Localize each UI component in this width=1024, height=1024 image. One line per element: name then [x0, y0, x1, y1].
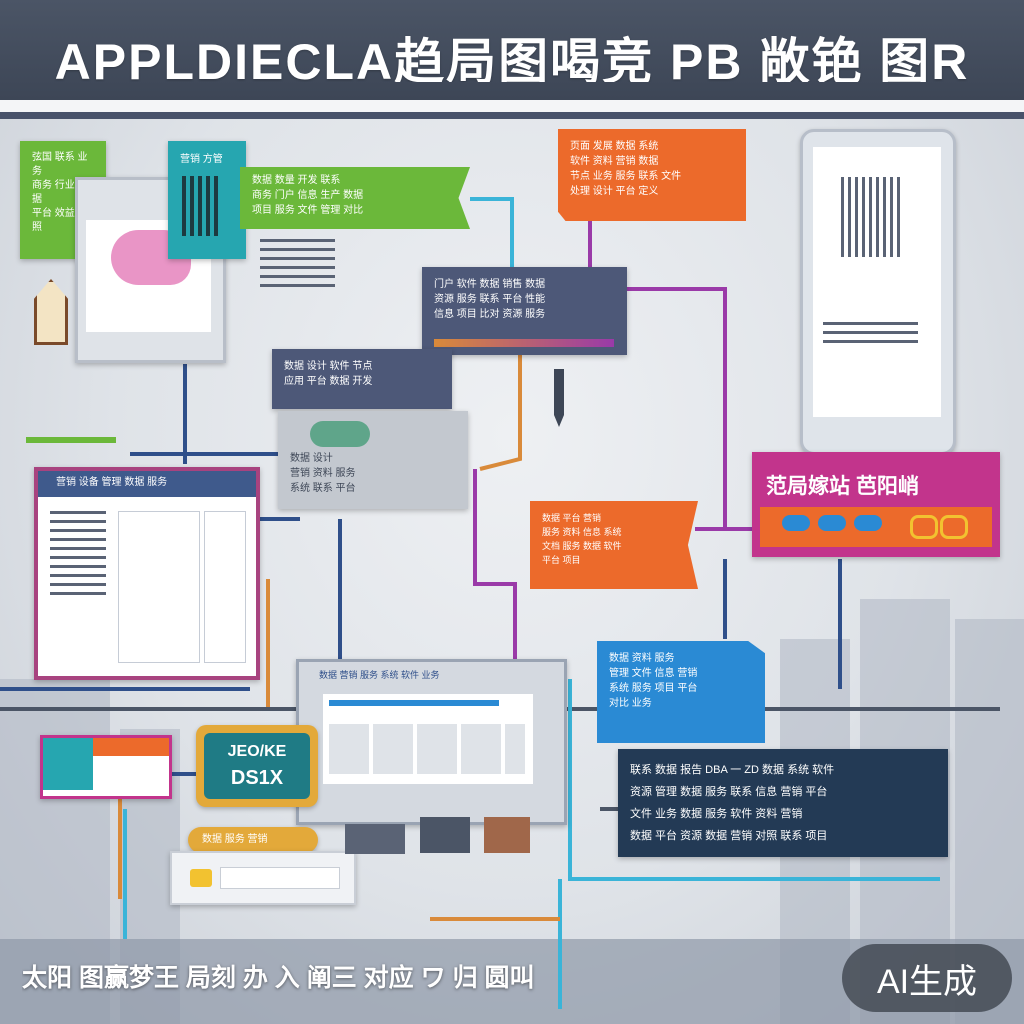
input-field	[220, 867, 340, 889]
teal-note-card: 营销 方管	[168, 141, 246, 259]
status-accent	[93, 738, 169, 756]
pencil-tip	[554, 415, 564, 427]
pencil-icon	[548, 369, 570, 429]
lock-icon	[190, 869, 212, 887]
connector-line	[130, 452, 282, 464]
database-label-2: DS1X	[230, 767, 284, 789]
connector-line	[568, 679, 940, 881]
green-banner-text: 数据 数量 开发 联系 商务 门户 信息 生产 数据 项目 服务 文件 管理 对…	[252, 175, 364, 216]
content-grid	[329, 724, 525, 774]
mid-panel-card: 数据 设计 软件 节点 应用 平台 数据 开发	[272, 349, 452, 409]
text-lines	[260, 239, 335, 293]
chat-bubble-icon	[818, 515, 846, 531]
page-title: APPLDIECLA趋局图喝竞 PB 敞铯 图R	[54, 34, 970, 82]
connector-line	[473, 469, 517, 659]
connector-line	[470, 197, 514, 269]
window-header-text: 营销 设备 管理 数据 服务	[56, 477, 168, 488]
database-icon: JEO/KE DS1X	[196, 725, 318, 807]
progress-strip	[434, 339, 614, 347]
phone-icon	[800, 129, 956, 455]
connector-line	[479, 349, 522, 471]
pencil-body	[554, 369, 564, 415]
center-screen-header: 数据 营销 服务 系统 软件 业务	[319, 670, 440, 680]
content-column	[204, 511, 246, 663]
gray-lower-card: 数据 设计 营销 资料 服务 系统 联系 平台	[278, 411, 468, 509]
blue-card: 数据 资料 服务 管理 文件 信息 营销 系统 服务 项目 平台 对比 业务	[597, 641, 765, 743]
center-screen: 数据 营销 服务 系统 软件 业务	[296, 659, 567, 825]
chat-strip	[760, 507, 992, 547]
orange-mid-card: 数据 平台 营销 服务 资料 信息 系统 文档 服务 数据 软件 平台 项目	[530, 501, 698, 589]
gray-lower-text: 数据 设计 营销 资料 服务 系统 联系 平台	[290, 453, 356, 494]
bar-graphic	[182, 176, 222, 236]
navy-info-panel: 联系 数据 报告 DBA 一 ZD 数据 系统 软件 资源 管理 数据 服务 联…	[618, 749, 948, 857]
swatch-tile	[345, 824, 405, 854]
leaf-graphic	[310, 421, 370, 447]
ai-generated-badge: AI生成	[842, 944, 1012, 1012]
bottom-caption: 太阳 图赢梦王 局刻 办 入 阐三 对应 ワ 归 圆叫	[22, 964, 535, 992]
green-line	[26, 437, 116, 443]
magenta-card: 范局嫁站 芭阳峭	[752, 452, 1000, 557]
connector-line	[625, 287, 727, 529]
header-bar: APPLDIECLA趋局图喝竞 PB 敞铯 图R	[0, 0, 1024, 100]
header-divider	[0, 112, 1024, 119]
chat-bubble-icon	[910, 515, 938, 539]
flow-diagram-canvas: 弦国 联系 业务 商务 行业 数据 平台 效益 对照 营销 方管 数据 数量 开…	[0, 119, 1024, 1024]
orange-mid-text: 数据 平台 营销 服务 资料 信息 系统 文档 服务 数据 软件 平台 项目	[542, 513, 622, 565]
mid-panel-text: 数据 设计 软件 节点 应用 平台 数据 开发	[284, 361, 373, 387]
chat-bubble-icon	[940, 515, 968, 539]
text-lines	[50, 511, 106, 601]
database-screen: JEO/KE DS1X	[204, 733, 310, 799]
green-banner-card: 数据 数量 开发 联系 商务 门户 信息 生产 数据 项目 服务 文件 管理 对…	[240, 167, 470, 229]
lock-input-card	[170, 851, 356, 905]
chat-bubble-icon	[782, 515, 810, 531]
database-label-1: JEO/KE	[227, 743, 287, 760]
orange-pill: 数据 服务 营销	[188, 827, 318, 853]
lamp-body	[34, 279, 68, 345]
phone-screen	[813, 147, 941, 417]
teal-note-text: 营销 方管	[180, 154, 223, 165]
magenta-card-title: 范局嫁站 芭阳峭	[766, 475, 919, 498]
swatch-tile	[420, 817, 470, 853]
lamp-icon	[28, 259, 68, 349]
navy-panel-text: 联系 数据 报告 DBA 一 ZD 数据 系统 软件 资源 管理 数据 服务 联…	[630, 764, 835, 842]
small-status-card	[40, 735, 172, 799]
chat-bubble-icon	[854, 515, 882, 531]
content-bar	[329, 700, 499, 706]
center-screen-content	[323, 694, 533, 784]
slate-center-text: 门户 软件 数据 销售 数据 资源 服务 联系 平台 性能 信息 项目 比对 资…	[434, 279, 546, 320]
orange-top-text: 页面 发展 数据 系统 软件 资料 营销 数据 节点 业务 服务 联系 文件 处…	[570, 141, 682, 197]
orange-top-card: 页面 发展 数据 系统 软件 资料 营销 数据 节点 业务 服务 联系 文件 处…	[558, 129, 746, 221]
bar-graphic	[841, 177, 901, 257]
left-window: 营销 设备 管理 数据 服务	[34, 467, 260, 680]
blue-card-text: 数据 资料 服务 管理 文件 信息 营销 系统 服务 项目 平台 对比 业务	[609, 653, 698, 709]
window-header: 营销 设备 管理 数据 服务	[38, 471, 256, 497]
swatch-tile	[484, 817, 530, 853]
orange-pill-text: 数据 服务 营销	[202, 834, 268, 845]
slate-center-card: 门户 软件 数据 销售 数据 资源 服务 联系 平台 性能 信息 项目 比对 资…	[422, 267, 627, 355]
content-column	[118, 511, 200, 663]
status-accent	[43, 738, 93, 790]
text-lines	[823, 322, 918, 349]
